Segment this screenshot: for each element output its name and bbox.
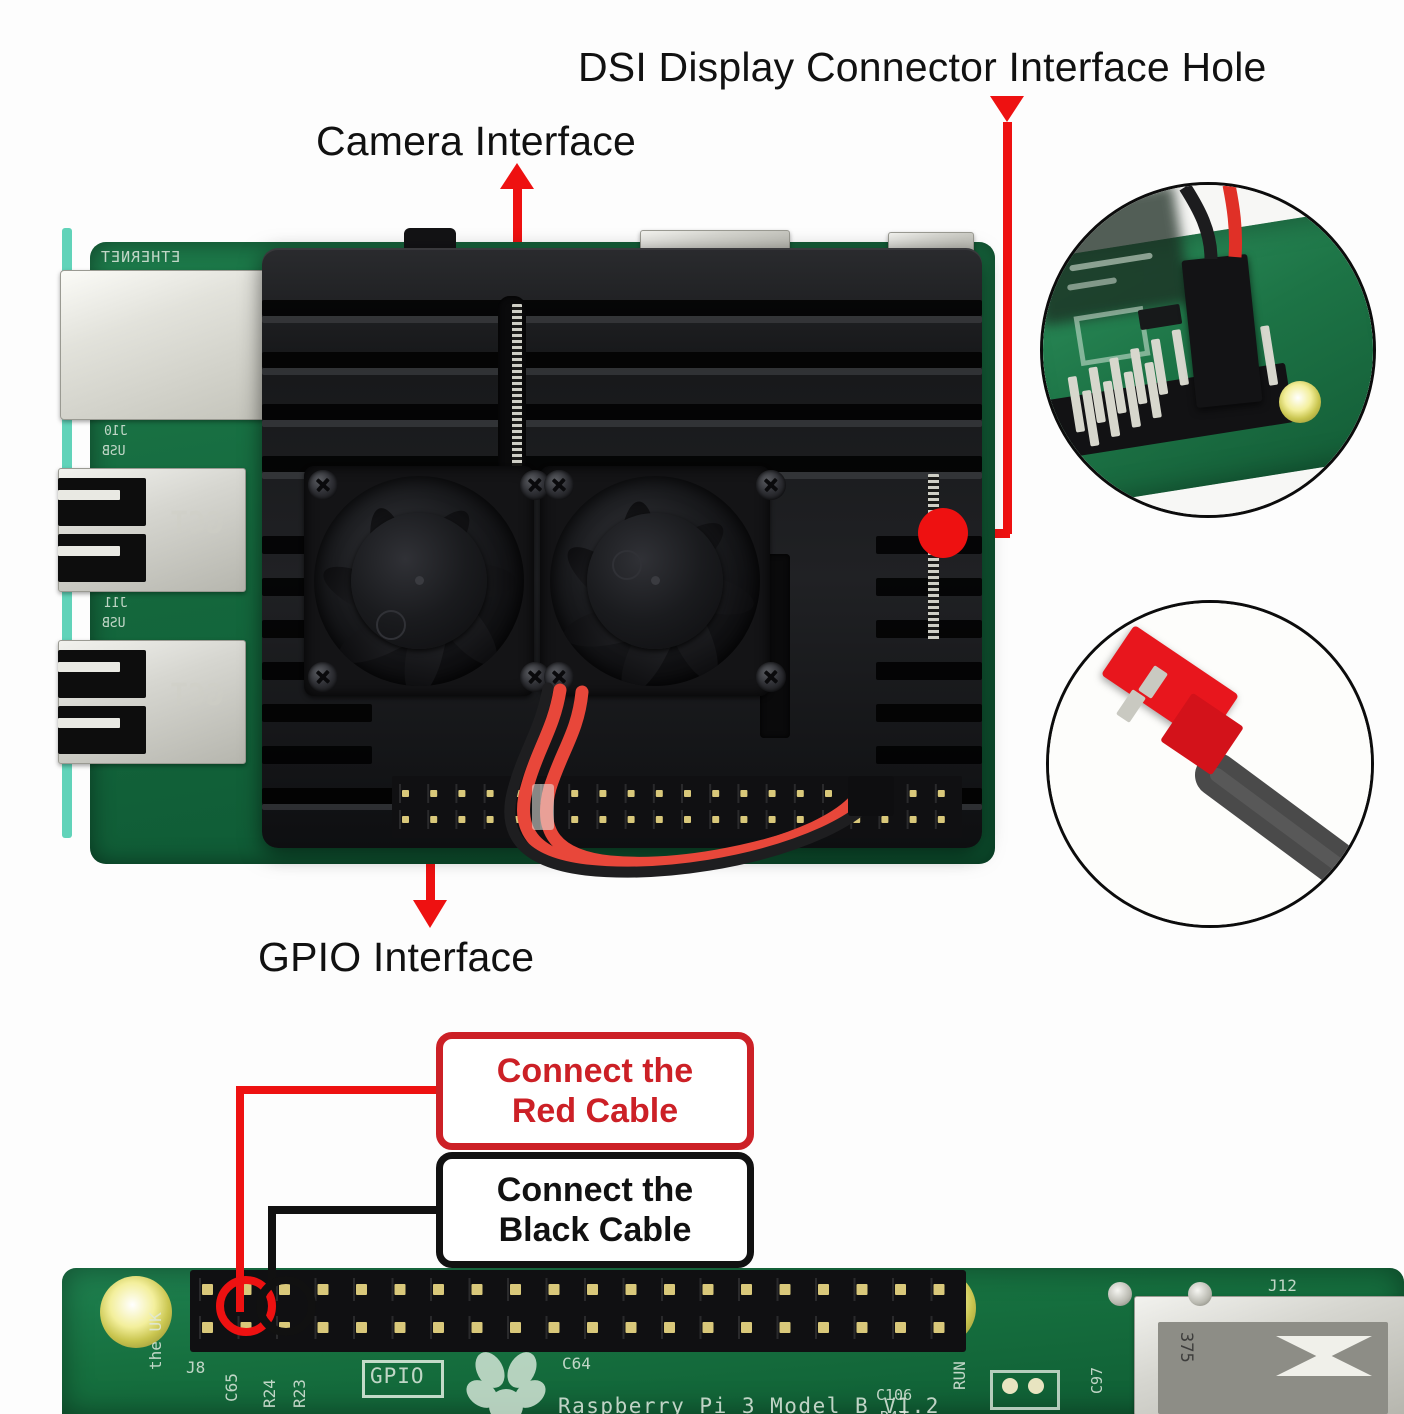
silk-r47: R47 [880, 1408, 907, 1414]
silk-j11: J11 [104, 596, 128, 611]
marker-ring-black-pin [256, 1276, 316, 1336]
callout-connect-red-cable: Connect the Red Cable [436, 1032, 754, 1150]
gct-logo-upper: GCT [170, 506, 225, 541]
marker-dot-dsi [918, 508, 968, 558]
callout-black-line2: Black Cable [498, 1211, 692, 1249]
product-photo-assembled-case: ETHERNET J10 USB GCT J11 USB GCT [58, 228, 1022, 888]
usb-lower-cavity [58, 650, 146, 698]
fan-screw-bl [308, 662, 338, 692]
mounting-hole-left [100, 1276, 172, 1348]
raspberry-logo-icon [466, 1352, 546, 1414]
silk-uk: the UK [146, 1312, 165, 1370]
silk-c64: C64 [562, 1354, 591, 1373]
silk-r24: R24 [260, 1379, 279, 1408]
silk-j8: J8 [186, 1358, 206, 1377]
run-header-pads [990, 1370, 1060, 1410]
usb-upper-cavity [58, 478, 146, 526]
inset-red-jst-connector [1046, 600, 1374, 928]
callout-red-line1: Connect the [496, 1051, 694, 1090]
run-pad-1 [1002, 1378, 1018, 1394]
usb-upper-tongue-a [58, 490, 120, 500]
usb-screw-2 [1188, 1282, 1212, 1306]
usb-screw-1 [1108, 1282, 1132, 1306]
usb-bottom-marking: 375 [1176, 1332, 1196, 1363]
silk-j12: J12 [1268, 1276, 1297, 1295]
label-camera-interface: Camera Interface [316, 118, 636, 164]
usb-lower-cavity-b [58, 706, 146, 754]
gct-logo-lower: GCT [170, 678, 225, 713]
dsi-connector-pins [928, 474, 939, 640]
camera-interface-pins [512, 304, 522, 484]
callout-connect-black-cable: Connect the Black Cable [436, 1152, 754, 1268]
fan-power-connector [848, 776, 894, 816]
silk-run: RUN [950, 1361, 969, 1390]
ethernet-port [60, 270, 278, 420]
silk-c97: C97 [1088, 1366, 1106, 1394]
fan-left-hub-ring [376, 610, 406, 640]
silk-ethernet: ETHERNET [100, 248, 181, 266]
usb-upper-cavity-b [58, 534, 146, 582]
callout-red-line2: Red Cable [511, 1092, 679, 1130]
fan-right-hub-dot [651, 576, 660, 585]
fan-screw-br [756, 662, 786, 692]
fan-left-hub-dot [415, 576, 424, 585]
silk-r23: R23 [290, 1379, 309, 1408]
fan-screw-tr [756, 470, 786, 500]
usb-lower-tongue-a [58, 662, 120, 672]
run-pad-2 [1028, 1378, 1044, 1394]
usb-upper-tongue-b [58, 546, 120, 556]
silk-c65: C65 [222, 1373, 241, 1402]
inset-fan-connector-on-gpio [1040, 182, 1376, 518]
fan-screw-tm2 [544, 470, 574, 500]
silk-usb-lower: USB [102, 616, 126, 631]
silk-c106: C106 [876, 1386, 913, 1404]
label-gpio-interface: GPIO Interface [258, 934, 535, 980]
fan-screw-tl [308, 470, 338, 500]
silk-j10: J10 [104, 424, 128, 439]
silk-gpio-label: GPIO [370, 1364, 425, 1388]
callout-black-line1: Connect the [496, 1170, 694, 1209]
silk-gpio-box [362, 1360, 444, 1398]
fan-screw-bm2 [544, 662, 574, 692]
gpio-header-bottom [190, 1270, 966, 1352]
silk-model: Raspberry Pi 3 Model B V1.2 [558, 1394, 940, 1414]
silk-usb-upper: USB [102, 444, 126, 459]
label-dsi-display-connector: DSI Display Connector Interface Hole [578, 44, 1267, 90]
usb-lower-tongue-b [58, 718, 120, 728]
product-photo-bare-pi-gpio: the UK J8 C65 R24 R23 GPIO C64 Raspberry… [62, 1262, 1404, 1414]
fan-right-hub-ring [612, 550, 642, 580]
